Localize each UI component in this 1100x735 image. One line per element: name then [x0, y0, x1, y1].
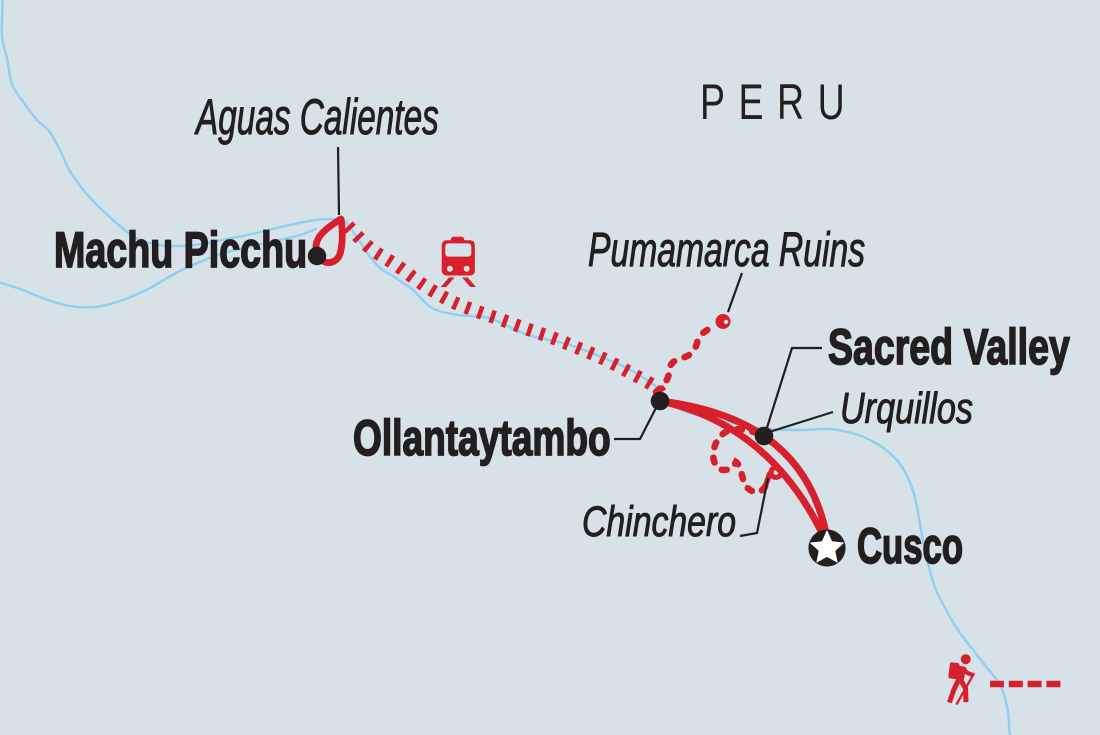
svg-text:Machu Picchu: Machu Picchu: [54, 223, 307, 278]
svg-text:Cusco: Cusco: [857, 519, 963, 575]
svg-text:PERU: PERU: [700, 75, 858, 130]
svg-text:Urquillos: Urquillos: [840, 384, 973, 433]
svg-text:Aguas Calientes: Aguas Calientes: [194, 90, 439, 145]
svg-text:Chinchero: Chinchero: [582, 498, 736, 546]
svg-text:Ollantaytambo: Ollantaytambo: [353, 411, 611, 467]
svg-text:Pumamarca Ruins: Pumamarca Ruins: [588, 222, 865, 276]
svg-text:Sacred Valley: Sacred Valley: [828, 320, 1070, 375]
